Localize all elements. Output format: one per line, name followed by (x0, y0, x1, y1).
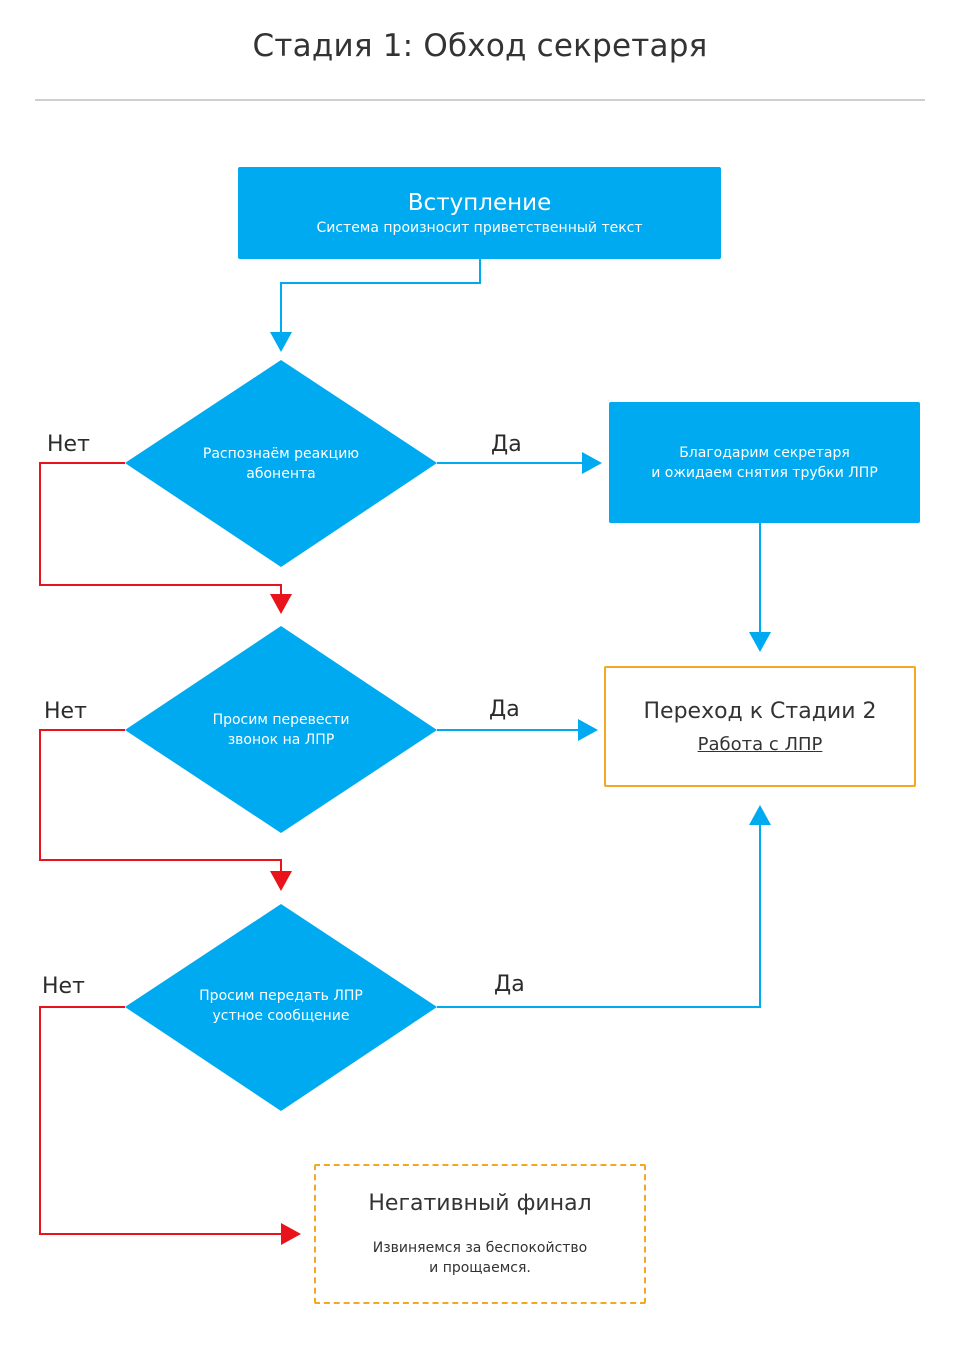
title-divider (35, 99, 925, 101)
stage2-title: Переход к Стадии 2 (643, 698, 877, 724)
edge-label-no2: Нет (44, 699, 87, 724)
arrowhead-thanks (749, 632, 771, 652)
intro-subtitle: Система произносит приветственный текст (316, 220, 643, 236)
decision-diamond-2 (125, 626, 437, 833)
decision2-text: Просим перевести звонок на ЛПР (161, 710, 401, 750)
connector-intro-to-decision1 (280, 259, 481, 334)
decision-diamond-3 (125, 904, 437, 1111)
decision1-line2: абонента (246, 466, 316, 482)
edge-label-yes3: Да (494, 972, 525, 997)
stage2-link[interactable]: Работа с ЛПР (697, 733, 823, 755)
decision2-line2: звонок на ЛПР (227, 732, 335, 748)
arrowhead-no1 (270, 594, 292, 614)
connector-no3 (39, 1006, 283, 1235)
thanks-line1: Благодарим секретаря (679, 444, 850, 461)
negative-final-box: Негативный финал Извиняемся за беспокойс… (314, 1164, 646, 1304)
thanks-line2: и ожидаем снятия трубки ЛПР (651, 464, 878, 481)
decision3-line1: Просим передать ЛПР (199, 988, 363, 1004)
arrowhead-yes2 (578, 719, 598, 741)
negative-line2: и прощаемся. (429, 1259, 531, 1276)
decision1-line1: Распознаём реакцию (202, 446, 360, 462)
decision2-line1: Просим перевести (212, 712, 350, 728)
stage2-box: Переход к Стадии 2 Работа с ЛПР (604, 666, 916, 787)
edge-label-no3: Нет (42, 974, 85, 999)
connector-no2 (39, 729, 282, 873)
decision3-line2: устное сообщение (212, 1008, 350, 1024)
connector-no1 (39, 462, 282, 596)
arrowhead-no3 (281, 1223, 301, 1245)
arrowhead-intro (270, 332, 292, 352)
decision-diamond-1 (125, 360, 437, 567)
decision3-text: Просим передать ЛПР устное сообщение (161, 986, 401, 1026)
connector-yes3 (437, 823, 761, 1008)
arrowhead-yes1 (582, 452, 602, 474)
intro-box: Вступление Система произносит приветстве… (238, 167, 721, 259)
decision1-text: Распознаём реакцию абонента (161, 444, 401, 484)
edge-label-yes1: Да (491, 432, 522, 457)
page-title: Стадия 1: Обход секретаря (252, 28, 708, 64)
negative-line1: Извиняемся за беспокойство (372, 1239, 588, 1256)
thanks-box: Благодарим секретаря и ожидаем снятия тр… (609, 402, 920, 523)
arrowhead-no2 (270, 871, 292, 891)
arrowhead-yes3 (749, 805, 771, 825)
edge-label-no1: Нет (47, 432, 90, 457)
negative-title: Негативный финал (368, 1190, 592, 1216)
intro-title: Вступление (407, 190, 552, 216)
edge-label-yes2: Да (489, 697, 520, 722)
